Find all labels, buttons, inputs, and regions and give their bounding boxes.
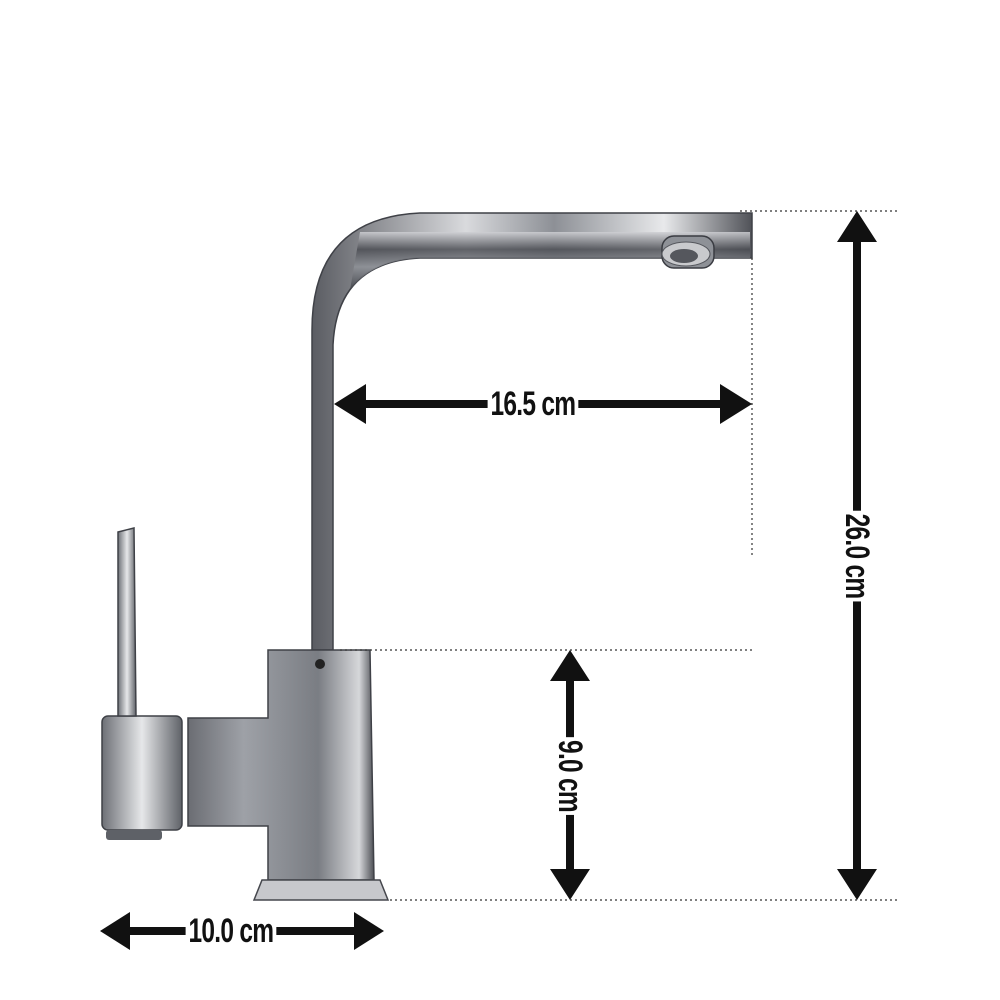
cartridge-block [101, 715, 183, 831]
faucet [101, 212, 753, 901]
aerator [661, 235, 715, 269]
lever-handle [117, 527, 137, 717]
guide-lines [340, 210, 900, 901]
body-height-label: 9.0 cm [551, 737, 589, 815]
body-screw-hole [315, 659, 325, 669]
base-width-label: 10.0 cm [185, 914, 277, 948]
total-height-label: 26.0 cm [838, 510, 876, 602]
faucet-base [252, 879, 390, 901]
faucet-body [187, 649, 375, 881]
spout-arm [350, 232, 750, 290]
spout-riser [311, 212, 753, 651]
spout-reach-label: 16.5 cm [487, 387, 579, 421]
